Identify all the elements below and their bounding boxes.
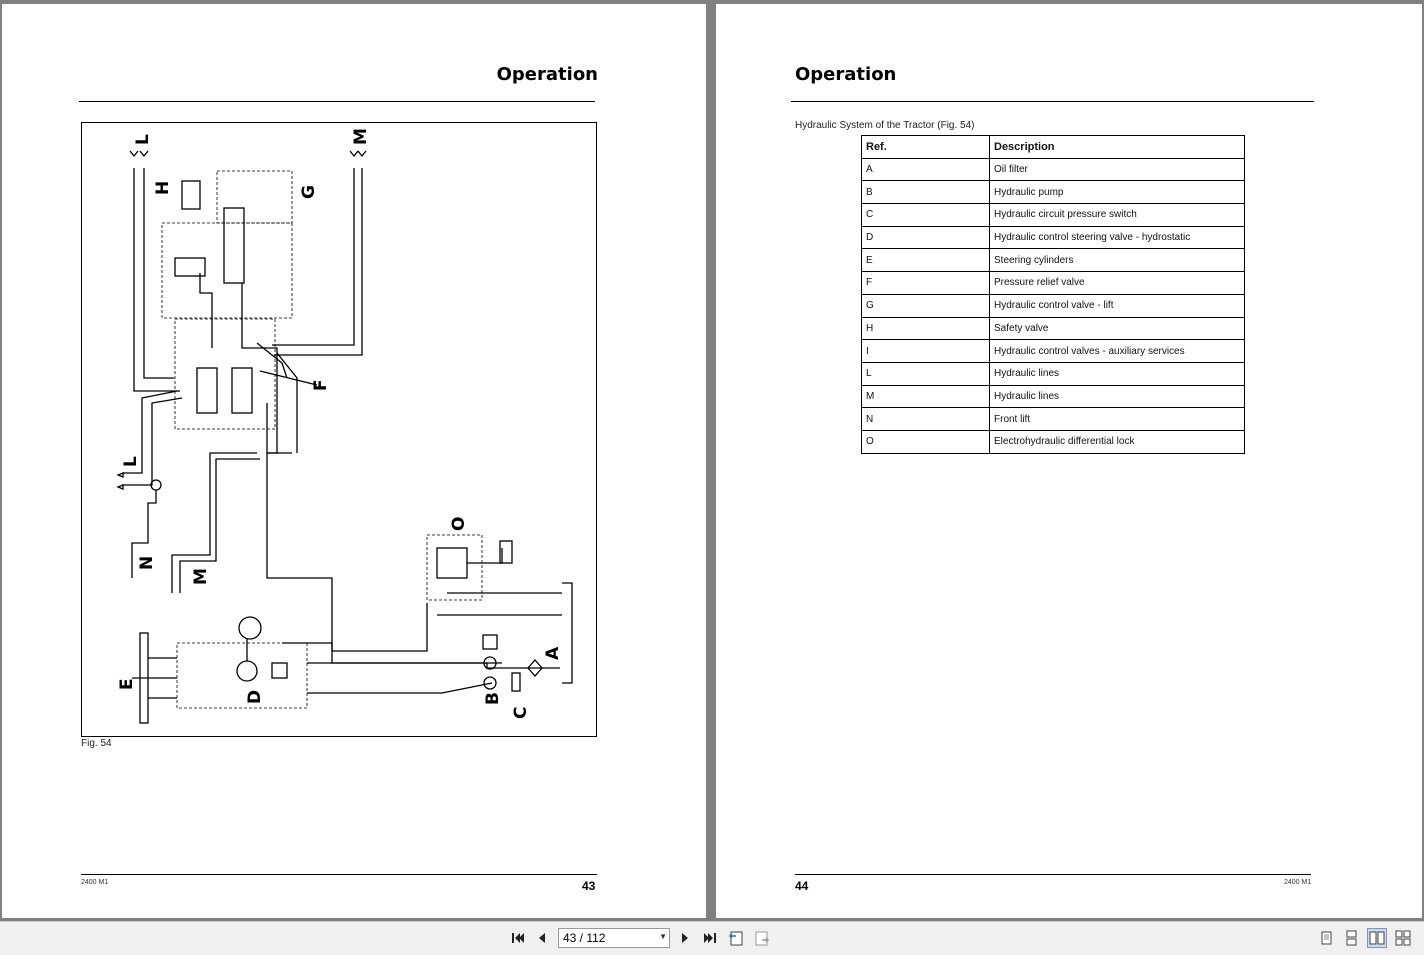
first-page-icon [512,933,524,943]
page-heading: Operation [496,64,598,85]
figure-caption: Fig. 54 [81,738,112,749]
ref-cell: M [861,384,990,409]
hydraulic-schematic: L M H G F L N M O E D A B C [116,128,573,724]
footer-rule [81,874,597,875]
ref-cell: E [861,248,990,273]
ref-cell: F [861,271,990,295]
page-number-input[interactable] [559,929,663,947]
diagram-label-n: N [137,556,157,570]
description-cell: Steering cylinders [989,248,1245,273]
footer-rule [795,874,1311,875]
ref-cell: D [861,225,990,250]
diagram-label-m-left: M [191,568,211,585]
page-number: 44 [795,879,809,893]
ref-cell: G [861,293,990,318]
left-page: Operation [2,4,706,918]
ref-cell: A [861,157,990,182]
description-cell: Hydraulic circuit pressure switch [989,203,1245,227]
single-page-view-icon [1321,931,1332,945]
diagram-label-a: A [543,646,563,660]
footer-model: 2400 M1 [1284,879,1312,886]
single-page-view-button[interactable] [1316,928,1336,948]
last-page-icon [704,933,716,943]
page-number: 43 [582,879,596,893]
description-cell: Pressure relief valve [989,271,1245,295]
diagram-label-c: C [511,707,531,719]
first-page-button[interactable] [508,928,528,948]
go-forward-icon [755,931,770,946]
viewer-toolbar: ▼ [0,921,1424,955]
go-back-button[interactable] [727,928,747,948]
diagram-label-f: F [311,379,331,391]
description-cell: Hydraulic control valve - lift [989,293,1245,318]
description-cell: Front lift [989,407,1245,431]
diagram-label-b: B [483,692,503,705]
footer-model: 2400 M1 [81,879,109,886]
next-page-button[interactable] [675,928,695,948]
diagram-label-g: G [299,185,319,199]
diagram-label-h: H [153,181,173,195]
description-cell: Safety valve [989,316,1245,341]
ref-cell: I [861,339,990,363]
header-description: Description [989,135,1245,159]
header-ref: Ref. [861,135,990,159]
continuous-view-button[interactable] [1341,928,1361,948]
right-page: Operation Hydraulic System of the Tracto… [716,4,1422,918]
diagram-label-d: D [245,690,265,704]
previous-page-button[interactable] [532,928,552,948]
description-cell: Hydraulic control steering valve - hydro… [989,225,1245,250]
continuous-view-icon [1346,930,1357,946]
description-cell: Electrohydraulic differential lock [989,429,1245,454]
last-page-button[interactable] [700,928,720,948]
description-cell: Hydraulic control valves - auxiliary ser… [989,339,1245,363]
diagram-label-l-top: L [133,134,153,145]
diagram-label-m-top: M [351,128,371,145]
diagram-label-e: E [117,678,137,690]
go-forward-button[interactable] [752,928,772,948]
description-cell: Hydraulic pump [989,180,1245,205]
table-header-row: Ref. Description [861,135,1245,159]
previous-page-icon [539,933,545,943]
hydraulic-diagram: L M H G F L N M O E D A B C [81,122,597,737]
two-page-continuous-view-icon [1395,930,1411,946]
diagram-label-l-left: L [121,456,141,467]
two-page-view-icon [1369,931,1385,945]
two-page-continuous-view-button[interactable] [1393,928,1413,948]
heading-rule [79,101,595,102]
two-page-view-button[interactable] [1367,928,1387,948]
ref-cell: O [861,429,990,454]
description-cell: Hydraulic lines [989,361,1245,386]
go-back-icon [728,931,743,946]
chevron-down-icon[interactable]: ▼ [659,932,667,941]
page-heading: Operation [795,64,897,85]
description-cell: Oil filter [989,157,1245,182]
page-number-field[interactable]: ▼ [558,928,670,948]
ref-cell: C [861,203,990,227]
table-intro: Hydraulic System of the Tractor (Fig. 54… [795,120,975,131]
description-cell: Hydraulic lines [989,384,1245,409]
ref-cell: L [861,361,990,386]
heading-rule [791,101,1314,102]
ref-cell: H [861,316,990,341]
ref-cell: B [861,180,990,205]
next-page-icon [682,933,688,943]
ref-cell: N [861,407,990,431]
diagram-label-o: O [449,517,469,531]
